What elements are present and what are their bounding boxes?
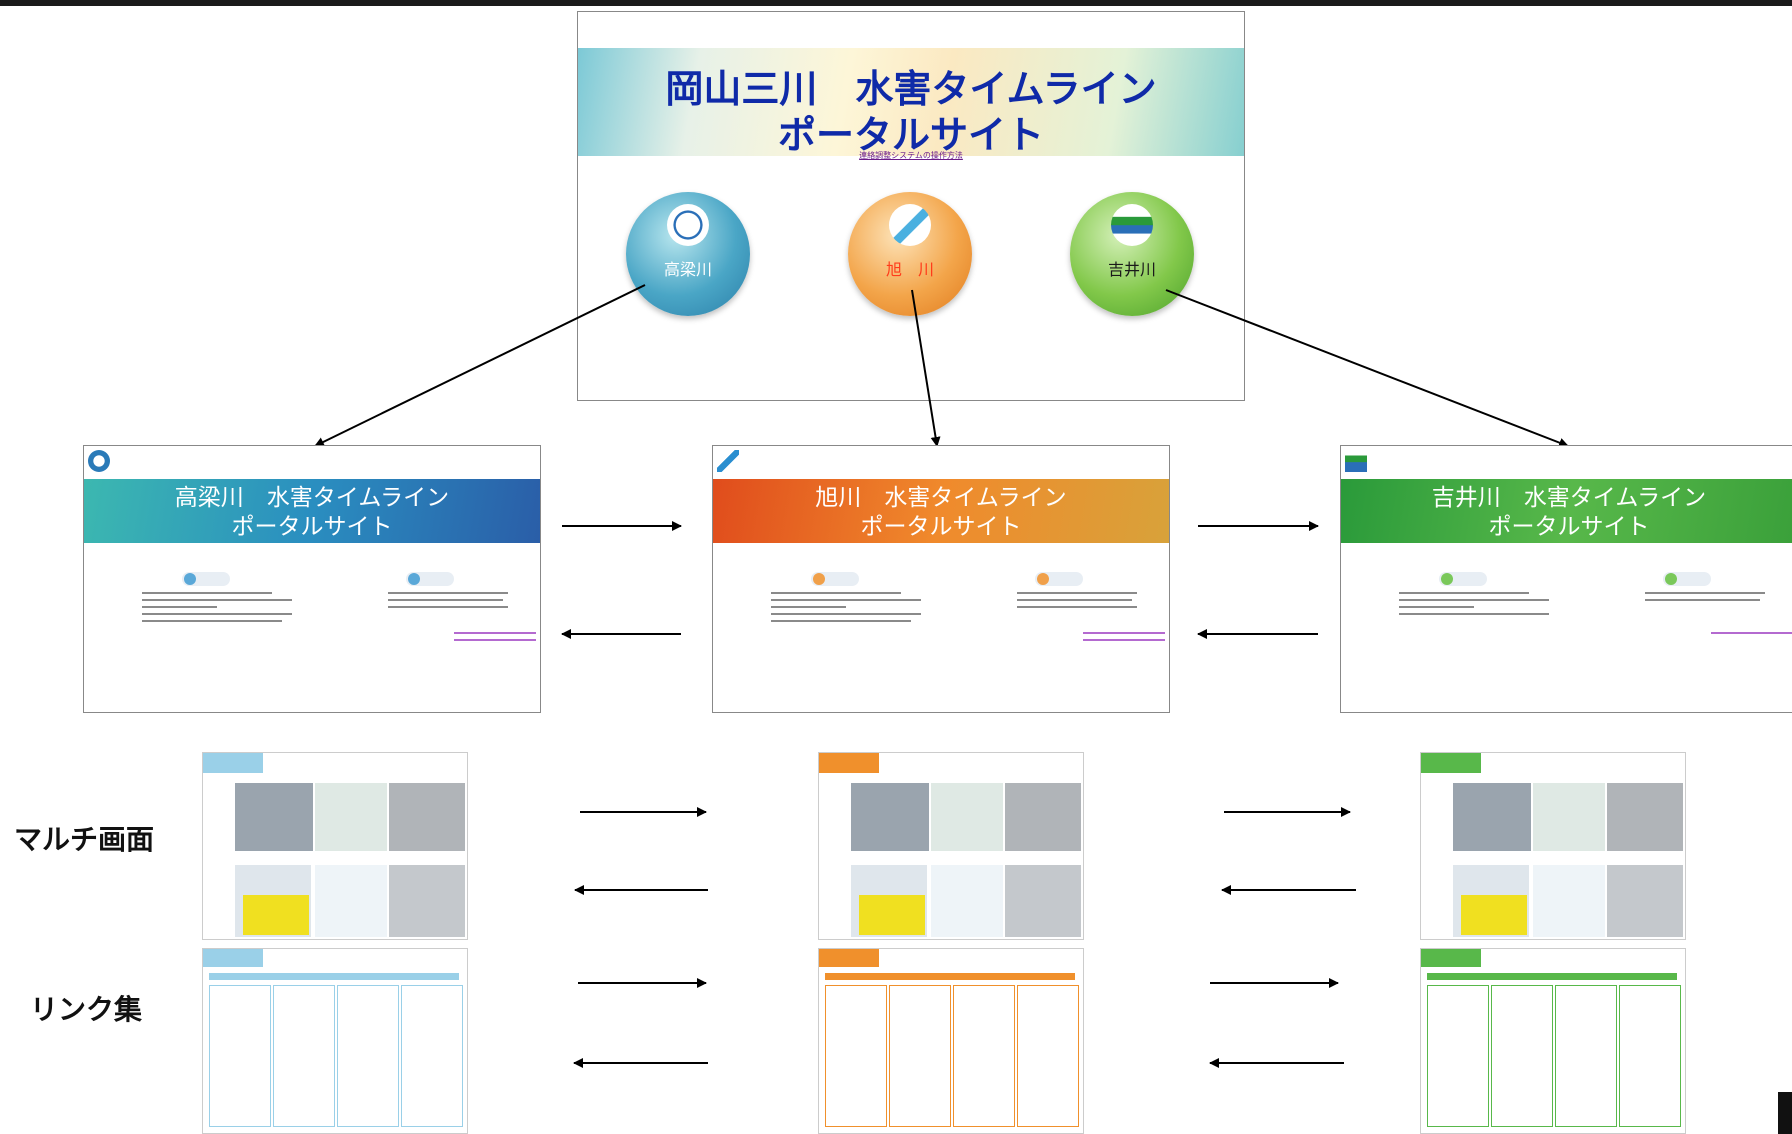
yoshii-badge-share[interactable] xyxy=(1663,572,1711,586)
yoshii-logo-icon xyxy=(1345,450,1367,472)
yoshii-river-button[interactable]: 吉井川 xyxy=(1070,192,1194,316)
takahashi-badge-share[interactable] xyxy=(406,572,454,586)
yoshii-portal-page: 吉井川 水害タイムライン ポータルサイト xyxy=(1340,445,1792,713)
asahi-link-collection[interactable] xyxy=(818,948,1084,1134)
takahashi-river-button[interactable]: 高梁川 xyxy=(626,192,750,316)
yoshii-header xyxy=(1341,479,1792,543)
portal-page: 岡山三川 水害タイムライン ポータルサイト 連絡調整システムの操作方法 高梁川 … xyxy=(577,11,1245,401)
yoshii-title-line2: ポータルサイト xyxy=(1488,514,1650,540)
yoshii-title-line1: 吉井川 水害タイムライン xyxy=(1431,485,1707,511)
asahi-title-line1: 旭川 水害タイムライン xyxy=(815,485,1067,511)
portal-operation-link[interactable]: 連絡調整システムの操作方法 xyxy=(859,151,963,160)
portal-title-line1: 岡山三川 水害タイムライン xyxy=(665,67,1157,111)
corner-mark xyxy=(1778,1092,1792,1134)
asahi-badge-share[interactable] xyxy=(1035,572,1083,586)
yoshii-river-label: 吉井川 xyxy=(1107,260,1156,279)
yoshii-logo-icon xyxy=(1111,204,1153,246)
yoshii-multi-screen[interactable] xyxy=(1420,752,1686,940)
takahashi-logo-icon xyxy=(88,450,110,472)
link-collection-row-label: リンク集 xyxy=(30,993,143,1026)
asahi-badge-info[interactable] xyxy=(811,572,859,586)
asahi-river-button[interactable]: 旭 川 xyxy=(848,192,972,316)
asahi-logo-icon xyxy=(889,204,931,246)
takahashi-header xyxy=(84,479,540,543)
asahi-multi-screen[interactable] xyxy=(818,752,1084,940)
portal-banner xyxy=(578,48,1244,156)
asahi-river-label: 旭 川 xyxy=(885,260,934,279)
multi-screen-row-label: マルチ画面 xyxy=(14,823,155,856)
takahashi-badge-info[interactable] xyxy=(182,572,230,586)
takahashi-river-label: 高梁川 xyxy=(663,260,712,279)
takahashi-portal-page: 高梁川 水害タイムライン ポータルサイト xyxy=(83,445,541,713)
yoshii-link-collection[interactable] xyxy=(1420,948,1686,1134)
asahi-logo-icon xyxy=(717,450,739,472)
asahi-portal-page: 旭川 水害タイムライン ポータルサイト xyxy=(712,445,1170,713)
takahashi-multi-screen[interactable] xyxy=(202,752,468,940)
top-rule xyxy=(0,0,1792,6)
takahashi-title-line1: 高梁川 水害タイムライン xyxy=(174,485,450,511)
takahashi-title-line2: ポータルサイト xyxy=(231,514,393,540)
takahashi-logo-icon xyxy=(667,204,709,246)
portal-title-line2: ポータルサイト xyxy=(777,113,1044,157)
asahi-header xyxy=(713,479,1169,543)
takahashi-link-collection[interactable] xyxy=(202,948,468,1134)
asahi-title-line2: ポータルサイト xyxy=(860,514,1022,540)
yoshii-badge-info[interactable] xyxy=(1439,572,1487,586)
